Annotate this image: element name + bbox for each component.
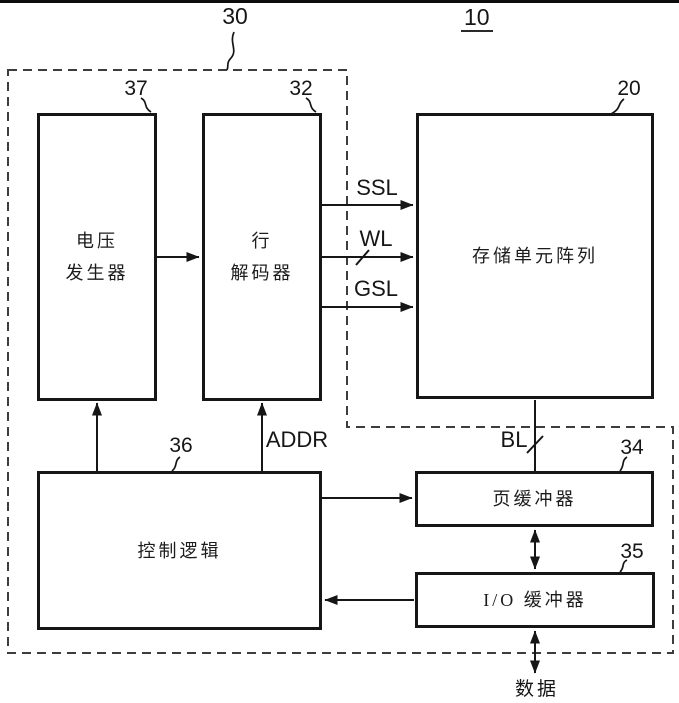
io-buffer-ref: 35: [620, 540, 644, 563]
control-logic-label: 控制逻辑: [137, 540, 222, 561]
leader-37: [140, 97, 152, 113]
leader-32: [305, 97, 317, 113]
ssl-signal-label: SSL: [356, 175, 398, 200]
leader-30: [226, 31, 235, 71]
page-buffer-label: 页缓冲器: [492, 489, 577, 509]
control-logic-block: 控制逻辑: [37, 471, 322, 630]
bl-signal-label: BL: [500, 427, 528, 452]
gsl-signal-label: GSL: [353, 276, 399, 301]
row-decoder-block: 行 解码器: [202, 113, 322, 401]
scan-border-top: [0, 0, 679, 3]
memory-cell-array-block: 存储单元阵列: [416, 113, 654, 399]
page-buffer-ref: 34: [620, 436, 644, 459]
voltage-generator-label-line2: 发生器: [65, 263, 129, 283]
data-signal-label: 数据: [514, 679, 559, 700]
wl-bus-slash: [355, 249, 370, 266]
leader-36: [171, 456, 181, 472]
addr-signal-label: ADDR: [265, 427, 329, 452]
row-decoder-label-line2: 解码器: [230, 263, 294, 283]
page-buffer-block: 页缓冲器: [415, 471, 654, 527]
voltage-generator-block: 电压 发生器: [37, 113, 157, 401]
control-logic-ref: 36: [169, 434, 193, 457]
figure-ref-10: 10: [461, 5, 493, 32]
memory-cell-array-label: 存储单元阵列: [472, 246, 598, 266]
wl-signal-label: WL: [359, 226, 393, 251]
memory-cell-array-ref: 20: [617, 77, 641, 100]
leader-34: [619, 456, 628, 472]
io-buffer-label: I/O 缓冲器: [483, 590, 587, 610]
voltage-generator-label-line1: 电压: [76, 231, 118, 251]
io-buffer-block: I/O 缓冲器: [415, 572, 655, 628]
leader-20: [610, 98, 625, 115]
row-decoder-label-line1: 行: [251, 231, 273, 251]
row-decoder-ref: 32: [289, 77, 313, 100]
voltage-generator-ref: 37: [124, 77, 148, 100]
assembly-ref-30: 30: [222, 3, 248, 29]
